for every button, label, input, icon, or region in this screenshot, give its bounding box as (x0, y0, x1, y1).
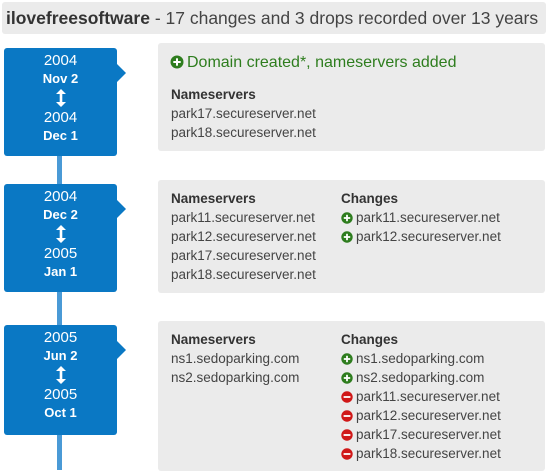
nameserver-item: park12.secureserver.net (171, 229, 316, 244)
change-text: park12.secureserver.net (356, 408, 501, 423)
change-text: park17.secureserver.net (356, 427, 501, 442)
change-item: park18.secureserver.net (341, 444, 501, 463)
change-item: ns2.sedoparking.com (341, 368, 501, 387)
change-item: park17.secureserver.net (341, 425, 501, 444)
nameservers-column: Nameservers ns1.sedoparking.com ns2.sedo… (171, 330, 299, 387)
history-summary: - 17 changes and 3 drops recorded over 1… (149, 8, 539, 28)
plus-circle-icon (341, 212, 353, 224)
up-down-arrow-icon (4, 364, 117, 386)
end-year: 2004 (43, 109, 78, 126)
change-text: park12.secureserver.net (356, 229, 501, 244)
up-down-arrow-icon (4, 223, 117, 245)
change-text: ns2.sedoparking.com (356, 370, 485, 385)
nameservers-column: Nameservers park11.secureserver.net park… (171, 189, 316, 284)
change-card-2: Nameservers park11.secureserver.net park… (158, 180, 545, 293)
start-year: 2004 (43, 52, 78, 69)
change-item: park12.secureserver.net (341, 406, 501, 425)
changes-heading: Changes (341, 191, 399, 206)
plus-circle-icon (341, 353, 353, 365)
changes-column: Changes park11.secureserver.net park12.s… (341, 189, 501, 246)
timeline-line (57, 150, 62, 470)
change-text: ns1.sedoparking.com (356, 351, 485, 366)
date-range-2: 2004 Dec 2 2005 Jan 1 (4, 184, 126, 292)
change-text: park18.secureserver.net (356, 446, 501, 461)
page-header: ilovefreesoftware - 17 changes and 3 dro… (2, 2, 546, 34)
change-card-1: Domain created*, nameservers added Names… (158, 43, 545, 151)
changes-column: Changes ns1.sedoparking.com ns2.sedopark… (341, 330, 501, 463)
event-text: Domain created*, nameservers added (187, 54, 457, 71)
end-date: Oct 1 (44, 405, 77, 420)
change-card-3: Nameservers ns1.sedoparking.com ns2.sedo… (158, 321, 545, 471)
plus-circle-icon (341, 372, 353, 384)
nameserver-item: park18.secureserver.net (171, 267, 316, 282)
nameservers-heading: Nameservers (171, 87, 256, 102)
nameserver-item: park17.secureserver.net (171, 248, 316, 263)
end-date: Dec 1 (43, 128, 78, 143)
nameserver-item: park11.secureserver.net (171, 210, 315, 225)
nameserver-item: park18.secureserver.net (171, 125, 316, 140)
nameserver-item: park17.secureserver.net (171, 106, 316, 121)
end-date: Jan 1 (43, 264, 78, 279)
nameservers-column: Nameservers park17.secureserver.net park… (171, 85, 316, 142)
end-year: 2005 (43, 245, 78, 262)
domain-name[interactable]: ilovefreesoftware (6, 8, 150, 28)
start-year: 2005 (43, 329, 78, 346)
minus-circle-icon (341, 448, 353, 460)
change-item: park12.secureserver.net (341, 227, 501, 246)
minus-circle-icon (341, 391, 353, 403)
change-item: park11.secureserver.net (341, 208, 501, 227)
change-text: park11.secureserver.net (356, 210, 500, 225)
changes-heading: Changes (341, 332, 399, 347)
start-date: Nov 2 (42, 71, 79, 86)
change-text: park11.secureserver.net (356, 389, 500, 404)
minus-circle-icon (341, 429, 353, 441)
nameservers-heading: Nameservers (171, 332, 256, 347)
end-year: 2005 (43, 386, 78, 403)
nameservers-heading: Nameservers (171, 191, 256, 206)
change-item: ns1.sedoparking.com (341, 349, 501, 368)
nameserver-item: ns1.sedoparking.com (171, 351, 300, 366)
date-range-1: 2004 Nov 2 2004 Dec 1 (4, 48, 126, 156)
date-range-3: 2005 Jun 2 2005 Oct 1 (4, 325, 126, 435)
start-date: Jun 2 (43, 348, 78, 363)
change-item: park11.secureserver.net (341, 387, 501, 406)
plus-circle-icon (341, 231, 353, 243)
plus-circle-icon (170, 55, 184, 69)
event-title: Domain created*, nameservers added (170, 54, 456, 72)
start-year: 2004 (43, 188, 78, 205)
up-down-arrow-icon (4, 87, 117, 109)
start-date: Dec 2 (43, 207, 78, 222)
minus-circle-icon (341, 410, 353, 422)
nameserver-item: ns2.sedoparking.com (171, 370, 300, 385)
